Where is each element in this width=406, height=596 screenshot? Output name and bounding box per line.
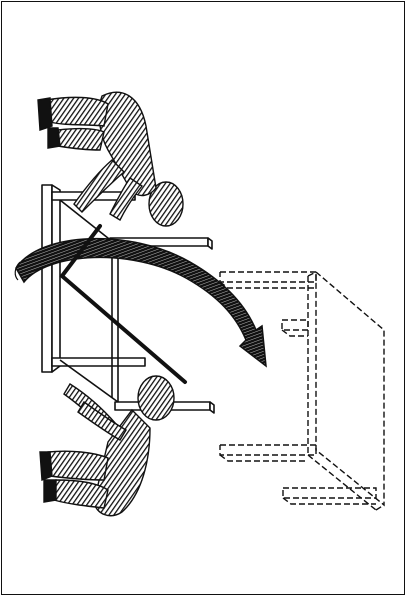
- table-solid-outline: [42, 185, 214, 413]
- table-dashed-outline: [220, 272, 384, 510]
- person-bottom: [40, 376, 174, 516]
